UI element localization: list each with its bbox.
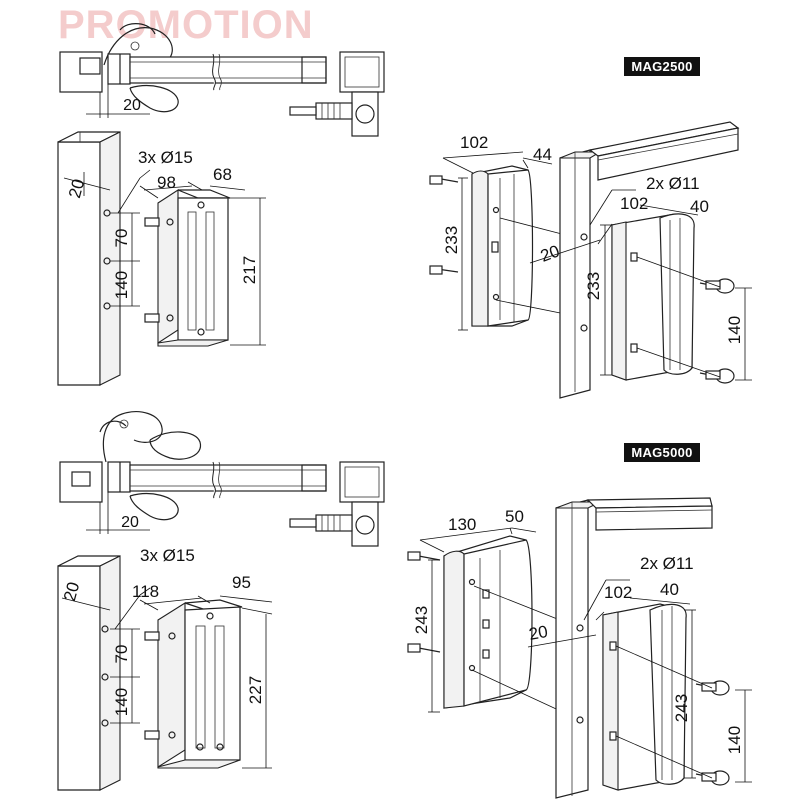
gate-frame-top: 20 2x Ø11	[529, 121, 740, 399]
bracket-width-top: 68	[213, 165, 232, 184]
plate-spacing-top: 140	[725, 316, 744, 344]
plate-depth-bottom: 40	[660, 580, 679, 599]
bracket-depth-bottom: 118	[132, 582, 159, 601]
plate-depth-top: 40	[690, 197, 709, 216]
spacing-lower-top: 140	[112, 271, 131, 299]
post-offset-top: 20	[65, 177, 88, 200]
magnet-depth-top: 44	[533, 145, 552, 164]
plan-view-bottom: 20	[59, 411, 385, 547]
magnet-width-top: 102	[460, 133, 488, 152]
bracket-width-bottom: 95	[232, 573, 251, 592]
spacing-lower-bottom: 140	[112, 688, 131, 716]
top-section: MAG2500 20	[57, 23, 752, 399]
plate-height-bottom: 243	[672, 694, 691, 722]
magnet-depth-bottom: 50	[505, 507, 524, 526]
spacing-upper-top: 70	[112, 229, 131, 248]
gap-bottom: 20	[527, 622, 549, 644]
holes-label-top: 3x Ø15	[138, 148, 193, 167]
bracket-bottom: 118 95 227	[132, 573, 273, 769]
magnet-height-bottom: 243	[412, 606, 431, 634]
bracket-top: 98 68 217	[139, 165, 266, 347]
bottom-section: MAG5000	[57, 411, 752, 799]
gate-frame-bottom: 20 2x Ø11	[527, 497, 713, 799]
watermark: PROMOTION	[58, 3, 314, 47]
spacing-upper-bottom: 70	[112, 645, 131, 664]
magnet-width-bottom: 130	[448, 515, 476, 534]
plate-holes-bottom: 2x Ø11	[640, 554, 694, 573]
post-left-top: 20 3x Ø15 70 140	[57, 131, 193, 386]
badge-mag5000: MAG5000	[624, 443, 700, 462]
bracket-height-bottom: 227	[246, 676, 265, 704]
plate-width-bottom: 102	[604, 583, 632, 602]
plan-dim-bottom: 20	[121, 514, 139, 531]
post-offset-bottom: 20	[60, 580, 83, 603]
plate-width-top: 102	[620, 194, 648, 213]
plate-holes-top: 2x Ø11	[646, 174, 700, 193]
badge-label: MAG2500	[631, 59, 692, 74]
plate-bottom: 102 40 243 140	[595, 580, 752, 791]
plate-height-top: 233	[584, 272, 603, 300]
holes-label-bottom: 3x Ø15	[140, 546, 195, 565]
gap-top: 20	[538, 241, 562, 265]
plan-dim-top: 20	[123, 97, 141, 114]
magnet-height-top: 233	[442, 226, 461, 254]
bracket-depth-top: 98	[157, 173, 176, 192]
badge-mag2500: MAG2500	[624, 57, 700, 76]
post-left-bottom: 20 3x Ø15 70 140	[57, 546, 195, 791]
plate-top: 102 40 233 140	[584, 194, 752, 384]
plate-spacing-bottom: 140	[725, 726, 744, 754]
magnet-bottom: 130 50 243	[407, 507, 581, 721]
badge-label: MAG5000	[631, 445, 692, 460]
bracket-height-top: 217	[240, 256, 259, 284]
plan-view-top: 20	[59, 23, 385, 137]
